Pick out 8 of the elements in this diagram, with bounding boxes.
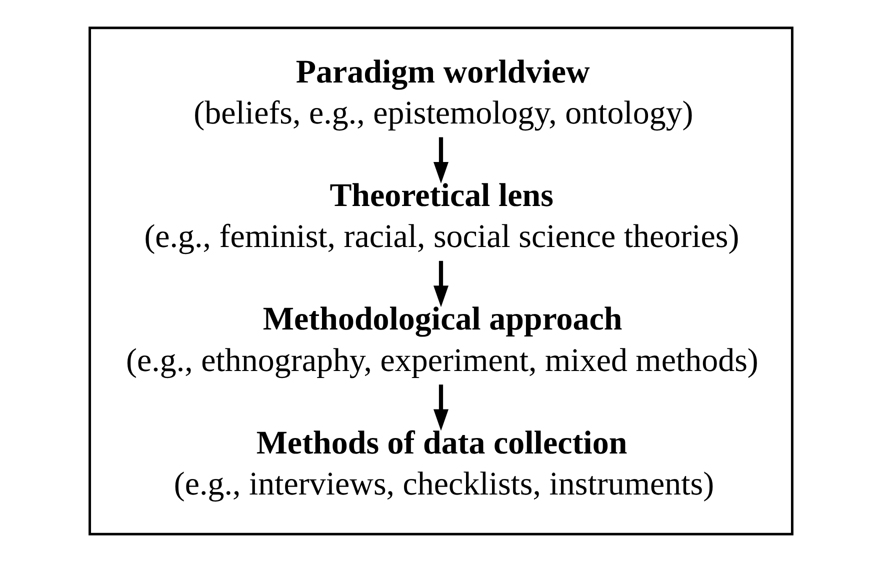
node-text: Paradigm worldview (beliefs, e.g., epistemology, ontology) xyxy=(193,54,693,132)
arrow xyxy=(432,137,448,184)
cluster xyxy=(88,26,793,536)
node-text: Methods of data collection (e.g., interviews, checklists, instruments) xyxy=(173,425,714,503)
arrow xyxy=(432,384,448,431)
node-text: Methodological approach (e.g., ethnography, experiment, mixed methods) xyxy=(126,302,758,379)
arrow xyxy=(432,260,448,308)
node-text: Theoretical lens (e.g., feminist, racial, social science theories) xyxy=(144,178,739,256)
